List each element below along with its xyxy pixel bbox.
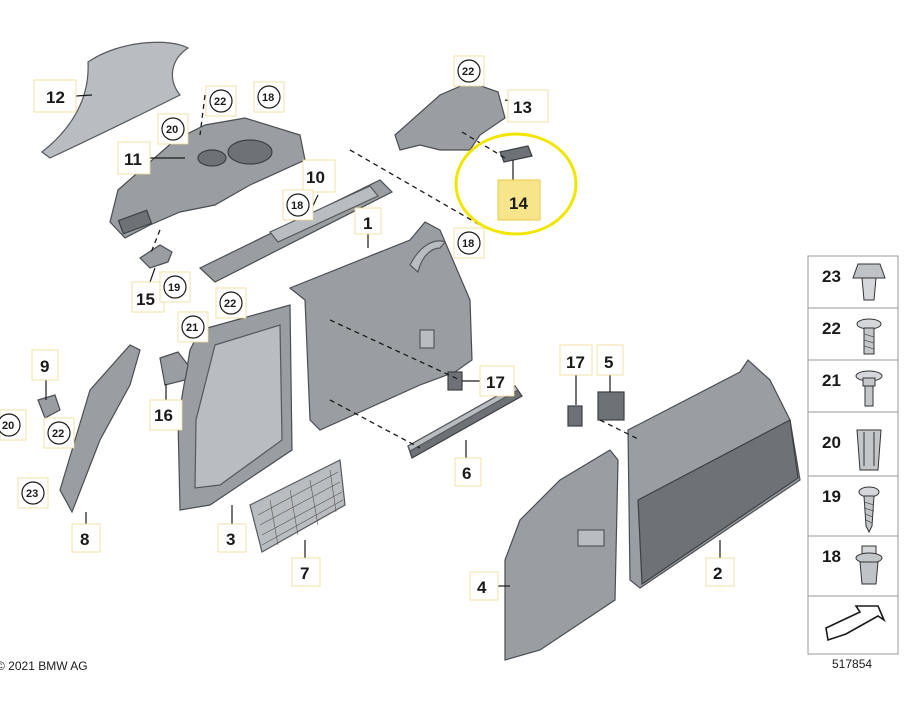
part-callouts: 12 11 10 1 13 14 17 6 9 16 15 3 7 8 4 2 … — [31, 79, 735, 601]
legend-label-23: 23 — [822, 267, 841, 286]
legend-label-18: 18 — [822, 547, 841, 566]
part-1-cutout — [419, 329, 435, 349]
circle-22-left: 22 — [214, 96, 226, 108]
legend-row-18 — [807, 535, 899, 597]
callout-13: 13 — [513, 98, 532, 117]
diagram-number: 517854 — [832, 657, 872, 671]
part-9-clip — [37, 394, 61, 419]
part-4-lining — [504, 449, 619, 661]
legend-label-19: 19 — [822, 487, 841, 506]
callout-7: 7 — [300, 564, 309, 583]
circle-23: 23 — [26, 488, 38, 500]
callout-12: 12 — [46, 88, 65, 107]
legend-icon-20-clip — [856, 429, 882, 471]
assembly-line-7 — [199, 94, 206, 136]
part-14-clip — [499, 145, 533, 163]
legend-label-21: 21 — [822, 371, 841, 390]
orientation-arrow-icon — [825, 605, 886, 642]
assembly-line-1 — [349, 149, 481, 226]
callout-8: 8 — [80, 530, 89, 549]
legend-row-23 — [807, 255, 899, 309]
legend-label-22: 22 — [822, 319, 841, 338]
callout-15: 15 — [136, 290, 155, 309]
part-11-bracket — [117, 209, 153, 235]
legend-row-22 — [807, 307, 899, 361]
part-12-trim-strip — [41, 41, 190, 159]
part-7-net — [249, 459, 346, 553]
circle-21: 21 — [186, 322, 198, 334]
part-15-hook — [139, 244, 173, 269]
callout-9: 9 — [40, 357, 49, 376]
callout-3: 3 — [226, 530, 235, 549]
part-5-box — [597, 391, 625, 421]
legend-row-20 — [807, 411, 899, 477]
copyright-text: © 2021 BMW AG — [0, 659, 88, 673]
circled-callouts: 22 22 18 20 18 18 19 22 21 20 22 23 — [0, 55, 485, 509]
part-16-bracket — [159, 351, 189, 386]
part-17-clip-center — [447, 371, 463, 391]
circle-22-top: 22 — [462, 66, 474, 78]
circle-22-left-lower: 22 — [52, 428, 64, 440]
part-3-inner — [194, 324, 283, 489]
callout-11: 11 — [124, 150, 142, 169]
assembly-line-3 — [329, 399, 421, 449]
legend-icon-21-bolt — [855, 370, 883, 407]
callout-5: 5 — [604, 353, 613, 372]
assembly-line-4 — [149, 229, 161, 256]
part-8-pillar — [59, 344, 141, 514]
callout-10: 10 — [306, 168, 325, 187]
part-11-cupholder — [227, 139, 273, 165]
part-1-side-panel — [288, 221, 473, 431]
circle-18-mid: 18 — [291, 200, 303, 212]
part-10-rail-top — [269, 185, 379, 243]
circle-22-mid: 22 — [224, 298, 236, 310]
highlight-box-14 — [497, 179, 541, 221]
part-6-strip-edge — [407, 385, 519, 452]
part-17-clip-right — [567, 405, 583, 427]
legend-icon-19-tapping-screw — [858, 486, 880, 534]
callout-1: 1 — [363, 214, 372, 233]
legend-row-21 — [807, 359, 899, 413]
circle-20-top: 20 — [166, 124, 178, 136]
legend-icon-23-push-rivet — [852, 263, 886, 301]
callout-2: 2 — [713, 564, 722, 583]
callout-17-center: 17 — [486, 373, 505, 392]
circle-18-right: 18 — [462, 238, 474, 250]
callout-16: 16 — [154, 406, 173, 425]
legend-label-20: 20 — [822, 433, 841, 452]
legend-row-19 — [807, 475, 899, 537]
annotation-ellipse-14 — [454, 132, 578, 236]
legend-icon-22-screw — [856, 318, 882, 355]
assembly-line-6 — [599, 419, 641, 441]
part-1-handle — [409, 240, 446, 274]
part-2-lower — [637, 419, 799, 586]
fastener-legend: 23 22 21 20 19 — [807, 255, 899, 655]
part-11-recess — [197, 149, 227, 167]
circle-19: 19 — [168, 282, 180, 294]
callout-6: 6 — [462, 464, 471, 483]
callout-4: 4 — [477, 578, 487, 597]
callout-17-right: 17 — [566, 353, 585, 372]
assembly-line-2 — [329, 319, 461, 381]
legend-icon-18-expanding-rivet — [855, 545, 883, 585]
circle-20-left: 20 — [2, 420, 14, 432]
callout-14-highlighted: 14 — [509, 194, 528, 213]
circle-18-top: 18 — [262, 92, 274, 104]
part-4-cutout — [577, 529, 605, 547]
